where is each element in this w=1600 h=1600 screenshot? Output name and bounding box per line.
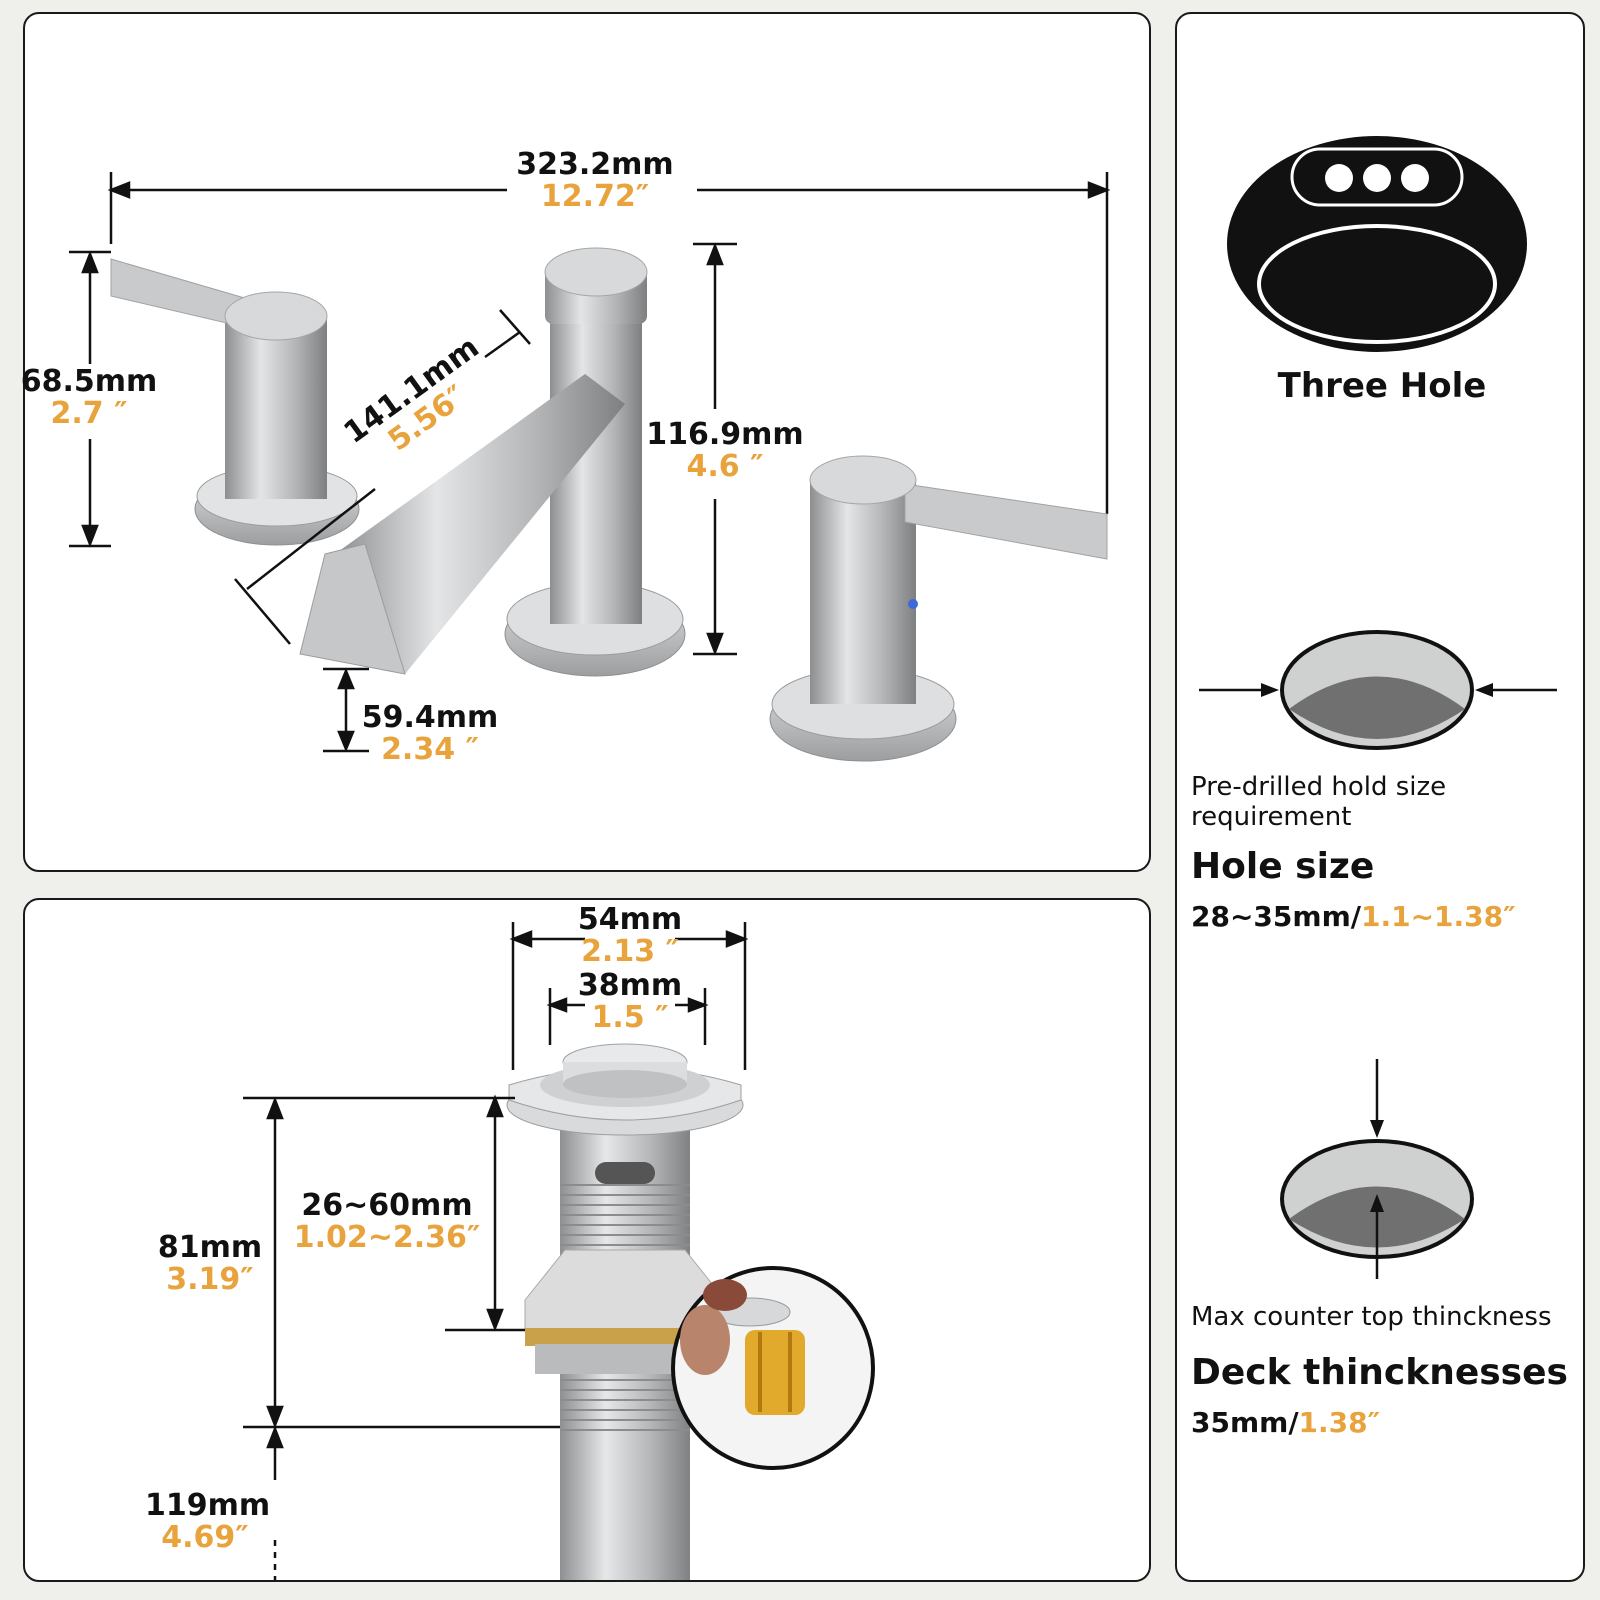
width-dimension-line xyxy=(107,172,1111,514)
faucet-drawing xyxy=(69,172,1111,762)
outer-diameter-line xyxy=(509,922,749,1070)
deck-thickness-value: 35mm/1.38″ xyxy=(1191,1406,1381,1439)
requirements-drawing xyxy=(1199,136,1557,1279)
three-hole-label: Three Hole xyxy=(1277,366,1487,406)
handle-height-label: 68.5mm 2.7 ″ xyxy=(20,364,158,431)
tail-height-label: 119mm 4.69″ xyxy=(145,1488,271,1555)
deck-thickness-icon xyxy=(1280,1059,1474,1279)
faucet-height-line xyxy=(693,242,737,656)
spout xyxy=(299,247,686,677)
thread-range-label: 26~60mm 1.02~2.36″ xyxy=(293,1188,481,1255)
hole-size-value: 28~35mm/1.1~1.38″ xyxy=(1191,900,1516,933)
faucet-height-label: 116.9mm 4.6 ″ xyxy=(646,417,804,484)
thread-range-line xyxy=(445,1094,525,1332)
drain-dimensions-panel: 54mm 2.13 ″ 38mm 1.5 ″ 26~60mm 1.02~2.36… xyxy=(23,898,1151,1582)
installation-requirements-panel: Three Hole Pre-drilled hold size require… xyxy=(1175,12,1585,1582)
width-dimension-label: 323.2mm 12.72″ xyxy=(516,147,674,214)
hole-size-icon xyxy=(1199,630,1557,750)
inner-diameter-label: 38mm 1.5 ″ xyxy=(577,968,683,1035)
body-height-label: 81mm 3.19″ xyxy=(157,1230,263,1297)
inner-diameter-line xyxy=(546,988,709,1045)
outer-diameter-label: 54mm 2.13 ″ xyxy=(577,902,683,969)
tail-height-line xyxy=(266,1425,284,1580)
drain-body xyxy=(506,1043,744,1580)
drain-drawing xyxy=(243,922,875,1580)
handle-height-line xyxy=(69,250,111,548)
spout-length-line xyxy=(234,309,531,645)
faucet-dimensions-panel: 323.2mm 12.72″ 68.5mm 2.7 ″ 141.1mm 5.56… xyxy=(21,12,1151,872)
three-hole-sink-icon xyxy=(1227,136,1527,352)
body-height-line xyxy=(243,1096,560,1429)
deck-thickness-title: Deck thincknesses xyxy=(1191,1352,1568,1393)
spout-height-line xyxy=(323,667,369,753)
spout-height-label: 59.4mm 2.34 ″ xyxy=(361,700,499,767)
right-handle xyxy=(769,455,1108,762)
hole-caption: Pre-drilled hold size requirement xyxy=(1191,772,1447,833)
deck-caption: Max counter top thinckness xyxy=(1191,1302,1552,1332)
left-handle xyxy=(110,258,360,546)
popup-stopper-inset xyxy=(671,1266,875,1470)
hole-size-title: Hole size xyxy=(1191,846,1375,887)
